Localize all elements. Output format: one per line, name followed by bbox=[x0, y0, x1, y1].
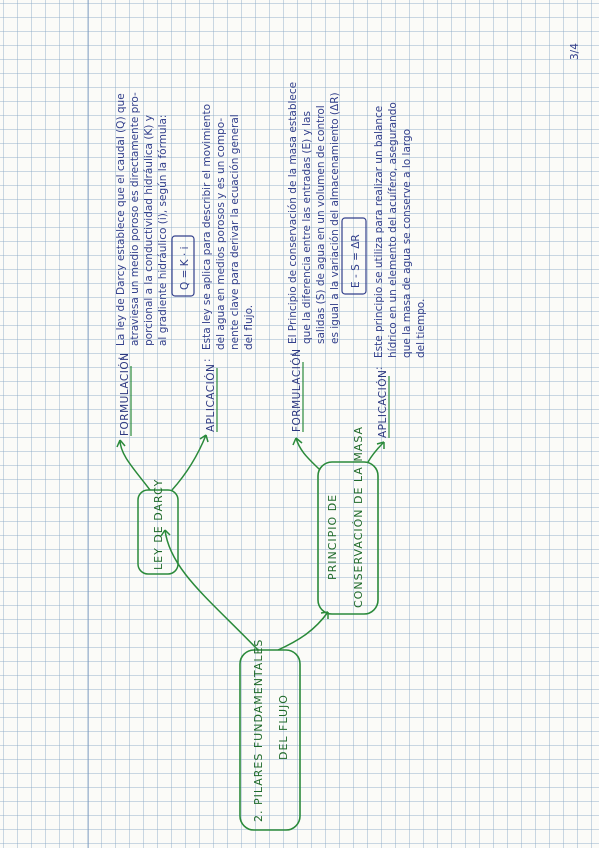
masa-formulacion-label: FORMULACIÓN bbox=[290, 349, 303, 432]
darcy-formulacion-line4: al gradiente hidráulico (i), según la fó… bbox=[157, 115, 169, 346]
masa-aplicacion-line4: del tiempo. bbox=[415, 299, 427, 358]
connector-root-darcy bbox=[164, 529, 259, 651]
darcy-node: LEY DE DARCY bbox=[137, 479, 179, 575]
darcy-aplicacion-label: APLICACIÓN bbox=[204, 364, 217, 432]
darcy-aplicacion: APLICACIÓN : Esta ley se aplica para des… bbox=[201, 104, 255, 432]
connector-darcy-aplicacion bbox=[171, 434, 207, 491]
masa-formula: E - S = ΔR bbox=[350, 234, 362, 288]
connector-darcy-formulacion bbox=[119, 439, 151, 491]
masa-aplicacion-line1: Este principio se utiliza para realizar … bbox=[373, 106, 385, 358]
connector-masa-aplicacion bbox=[367, 441, 385, 463]
svg-text::: : bbox=[201, 358, 213, 362]
darcy-formula-box bbox=[171, 235, 195, 297]
darcy-aplicacion-line1: Esta ley se aplica para describir el mov… bbox=[201, 104, 213, 350]
masa-node: PRINCIPIO DE CONSERVACIÓN DE LA MASA bbox=[317, 426, 379, 615]
darcy-aplicacion-line3: nente clave para derivar la ecuación gen… bbox=[229, 114, 241, 350]
connector-root-masa bbox=[277, 611, 329, 651]
masa-aplicacion-line2: hídrico en un elemento del acuífero, ase… bbox=[387, 102, 399, 358]
masa-formulacion-line3: salidas (S) de agua en un volumen de con… bbox=[315, 105, 327, 344]
page-number: 3/4 bbox=[569, 43, 581, 60]
darcy-formulacion-line2: atraviesa un medio poroso es directament… bbox=[129, 92, 141, 346]
svg-text::: : bbox=[373, 366, 385, 370]
root-number: 2. bbox=[252, 810, 265, 823]
masa-title-line1: PRINCIPIO DE bbox=[326, 494, 339, 580]
darcy-formulacion: FORMULACIÓN : La ley de Darcy establece … bbox=[115, 92, 195, 436]
connector-masa-formulacion bbox=[295, 437, 321, 471]
masa-formulacion-line2: que la diferencia entre las entradas (E)… bbox=[301, 111, 313, 344]
root-title-line1: PILARES FUNDAMENTALES bbox=[252, 639, 265, 805]
darcy-title: LEY DE DARCY bbox=[152, 479, 165, 570]
masa-formulacion-line1: El Principio de conservación de la masa … bbox=[287, 82, 299, 344]
root-title-line2: DEL FLUJO bbox=[277, 694, 290, 760]
root-node: 2. PILARES FUNDAMENTALES DEL FLUJO bbox=[239, 639, 301, 831]
masa-title-line2: CONSERVACIÓN DE LA MASA bbox=[352, 426, 365, 608]
masa-formulacion: FORMULACIÓN : El Principio de conservaci… bbox=[287, 82, 367, 432]
masa-formula-box bbox=[341, 217, 367, 295]
darcy-aplicacion-line4: del flujo. bbox=[243, 305, 255, 350]
masa-aplicacion: APLICACIÓN : Este principio se utiliza p… bbox=[373, 102, 427, 438]
darcy-formulacion-line1: La ley de Darcy establece que el caudal … bbox=[115, 93, 127, 346]
darcy-aplicacion-line2: del agua en medios porosos y es un compo… bbox=[215, 118, 227, 350]
svg-text::: : bbox=[115, 356, 127, 360]
masa-formulacion-line4: es igual a la variación del almacenamien… bbox=[329, 92, 341, 344]
arrowhead-darcy bbox=[160, 529, 171, 537]
svg-text::: : bbox=[287, 352, 299, 356]
margin-line bbox=[88, 0, 89, 848]
darcy-formula: Q = K · i bbox=[179, 246, 191, 290]
darcy-formulacion-line3: porcional a la conductividad hidráulica … bbox=[143, 115, 155, 346]
darcy-formulacion-label: FORMULACIÓN bbox=[118, 353, 131, 436]
connectors bbox=[116, 434, 385, 651]
masa-aplicacion-label: APLICACIÓN bbox=[376, 370, 389, 438]
masa-aplicacion-line3: que la masa de agua se conserve a lo lar… bbox=[401, 129, 413, 358]
